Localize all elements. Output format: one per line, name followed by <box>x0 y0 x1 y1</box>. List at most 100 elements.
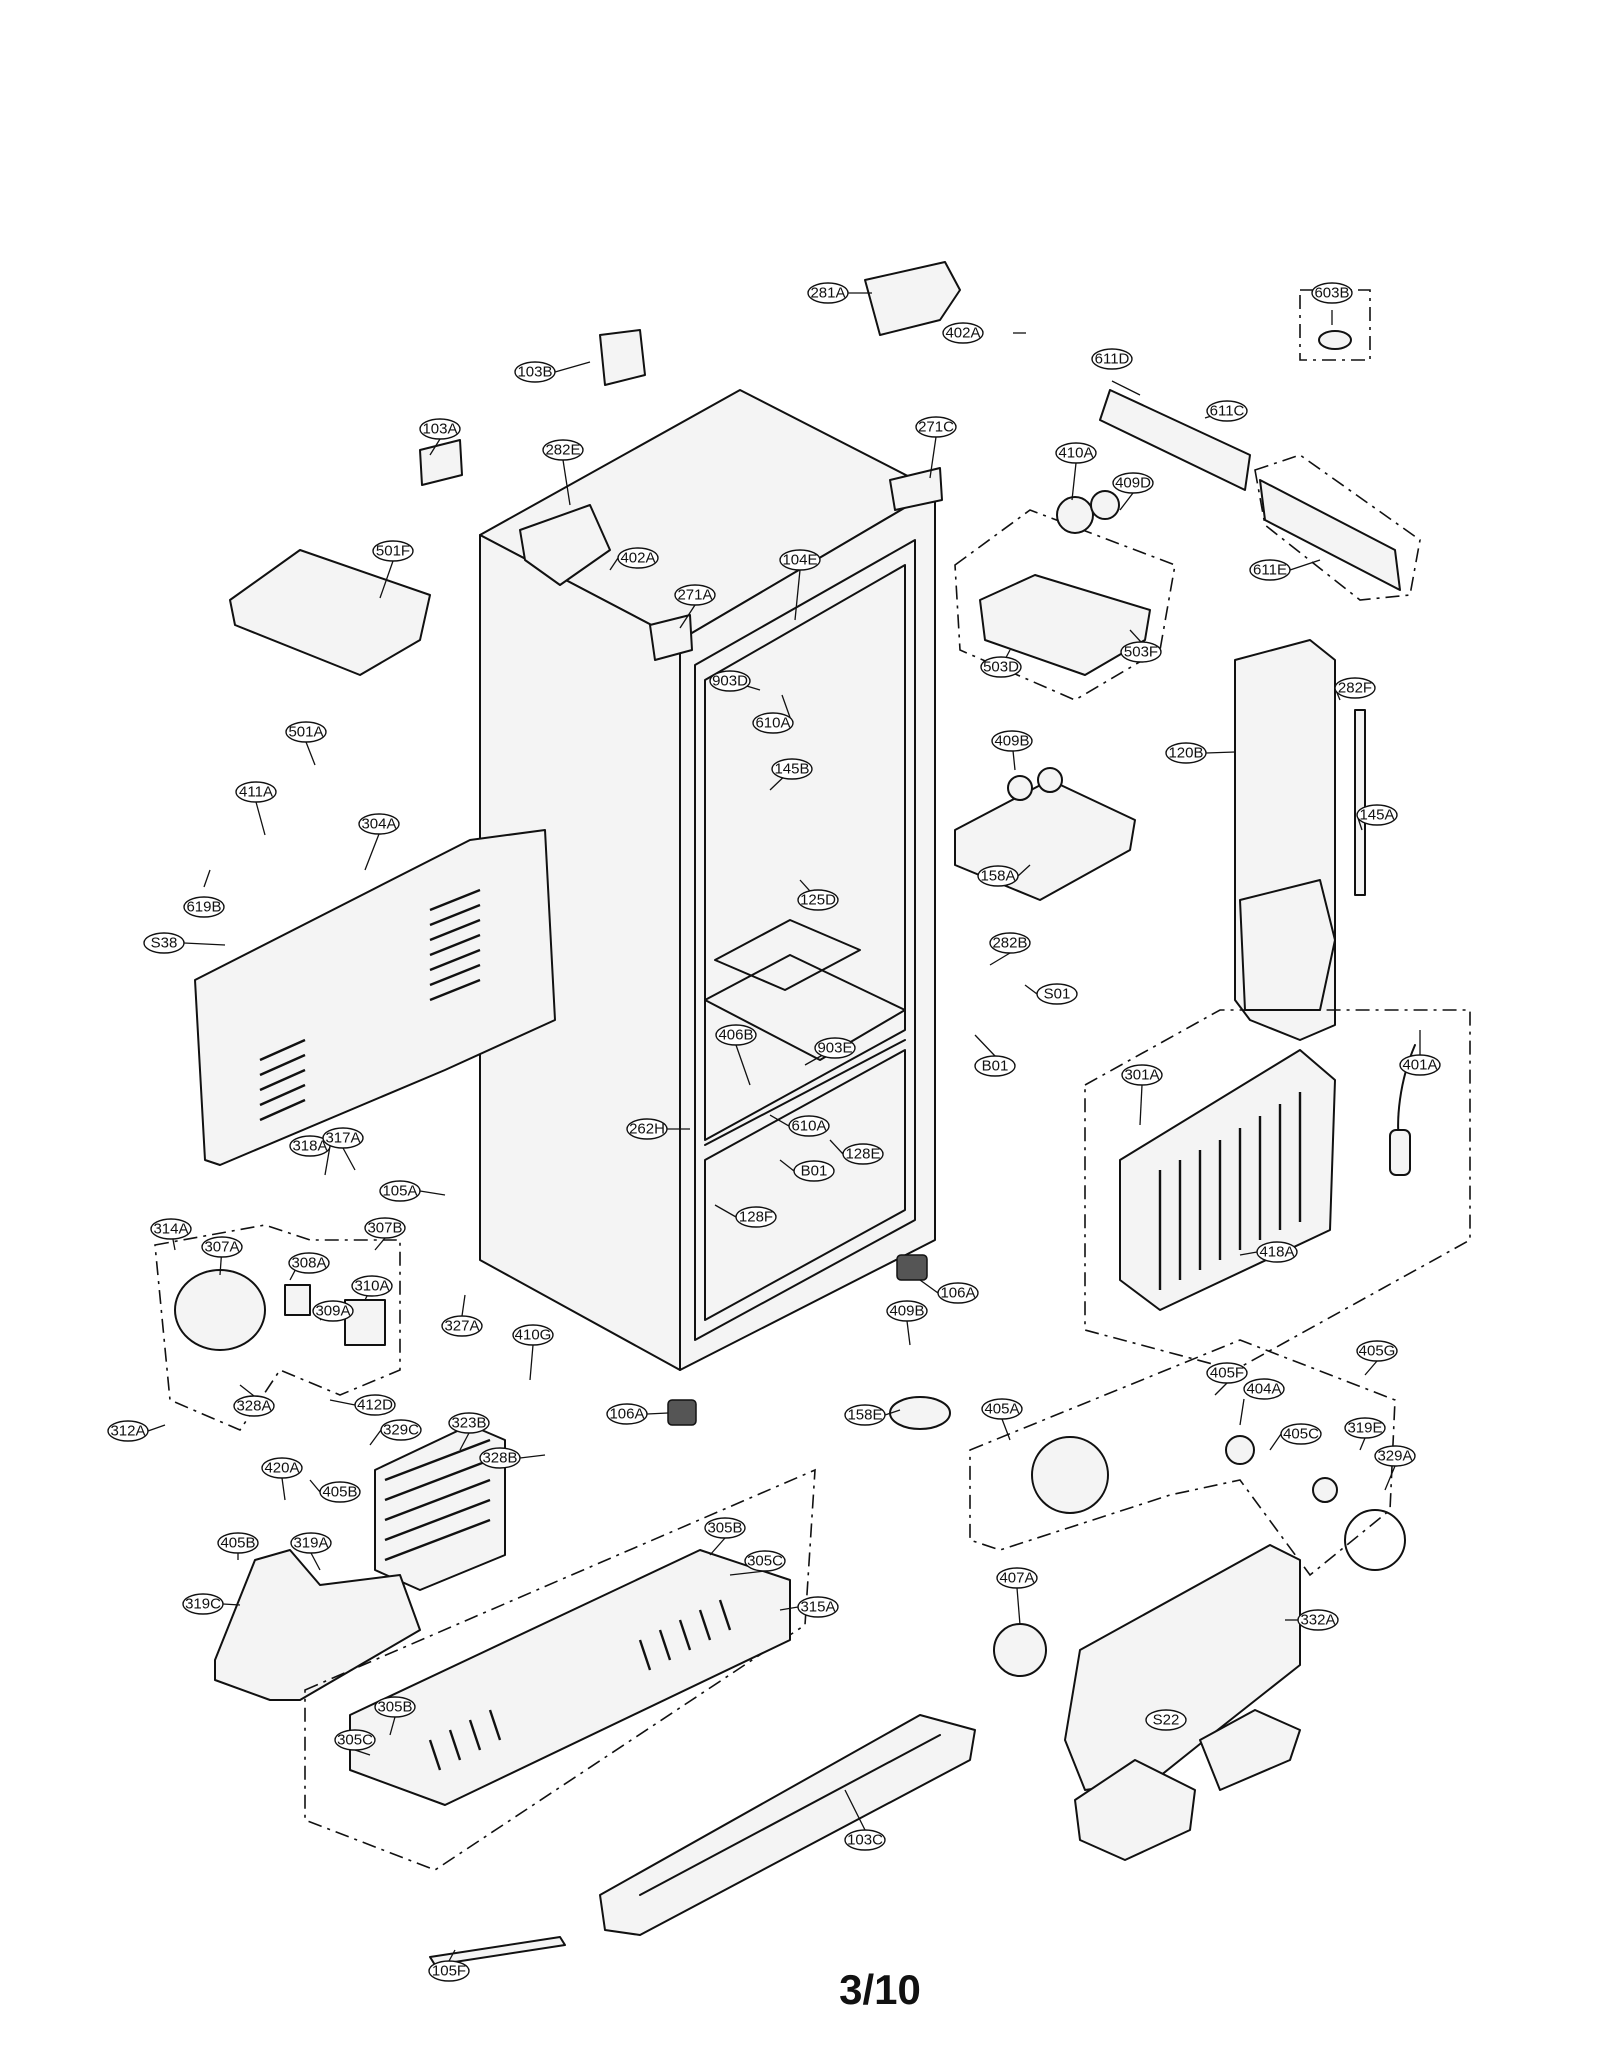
callout-label: S38 <box>151 935 178 952</box>
callout-label: 610A <box>755 715 790 732</box>
callout-label: 619B <box>186 899 221 916</box>
callout-label: 271C <box>918 419 954 436</box>
callout: 418A <box>1256 1241 1298 1263</box>
callout: 611E <box>1249 559 1291 581</box>
callout-label: 611D <box>1095 351 1130 368</box>
callout-label: 104E <box>782 552 817 569</box>
callout-label: 410G <box>515 1327 552 1344</box>
callout-label: 262H <box>629 1121 665 1138</box>
callout: 271A <box>674 584 716 606</box>
callout-label: 105A <box>382 1183 417 1200</box>
callout: 103C <box>844 1829 886 1851</box>
callout: 317A <box>322 1127 364 1149</box>
callout: 305C <box>334 1729 376 1751</box>
callout: 406B <box>715 1024 757 1046</box>
callout-label: 611C <box>1210 403 1245 420</box>
callout: 319E <box>1344 1417 1386 1439</box>
callout: 405F <box>1206 1362 1248 1384</box>
callout-label: 105F <box>432 1963 466 1980</box>
callout-label: 412D <box>357 1397 393 1414</box>
callout-label: 120B <box>1168 745 1203 762</box>
callout: 503F <box>1120 641 1162 663</box>
callout-label: 323B <box>451 1415 486 1432</box>
callout: 262H <box>626 1118 668 1140</box>
callout-label: 328B <box>482 1450 517 1467</box>
callout-label: 418A <box>1259 1244 1294 1261</box>
callout-label: 329C <box>383 1422 419 1439</box>
callout: 405B <box>319 1481 361 1503</box>
rail-and-duct <box>1234 639 1366 1041</box>
callout: 305C <box>744 1550 786 1572</box>
leader-lines <box>147 292 1421 1962</box>
callout: S22 <box>1145 1709 1187 1731</box>
callout: 310A <box>351 1275 393 1297</box>
callout-label: 328A <box>236 1398 271 1415</box>
callout: 501F <box>372 540 414 562</box>
callout-label: 401A <box>1402 1057 1437 1074</box>
callout-label: 305C <box>337 1732 373 1749</box>
callout: 282E <box>542 439 584 461</box>
callout: 128E <box>842 1143 884 1165</box>
callout-label: 125D <box>800 892 836 909</box>
callout: 323B <box>448 1412 490 1434</box>
callout: 903E <box>814 1037 856 1059</box>
callout-label: 307B <box>367 1220 402 1237</box>
callout: 327A <box>441 1315 483 1337</box>
callout: 329C <box>380 1419 422 1441</box>
callout: 610A <box>788 1115 830 1137</box>
base-plate <box>304 1468 816 1871</box>
callout: 103B <box>514 361 556 383</box>
callout-label: 305B <box>707 1520 742 1537</box>
callout-label: S22 <box>1153 1712 1180 1729</box>
callout: 128F <box>735 1206 777 1228</box>
callout: 610A <box>752 712 794 734</box>
callout: 328B <box>479 1447 521 1469</box>
callout: 307A <box>201 1236 243 1258</box>
top-hinge-bracket <box>419 261 961 661</box>
callout: 145B <box>771 758 813 780</box>
callout-label: 106A <box>940 1285 975 1302</box>
callout: 404A <box>1243 1378 1285 1400</box>
fan-shroud <box>969 1339 1406 1577</box>
callout-label: 319A <box>293 1535 328 1552</box>
callout: 282B <box>989 932 1031 954</box>
callout: 409D <box>1112 472 1154 494</box>
callout: 401A <box>1399 1054 1441 1076</box>
callout-label: 501F <box>376 543 410 560</box>
callout-label: 610A <box>791 1118 826 1135</box>
leveling-legs <box>667 1254 951 1430</box>
callout: 315A <box>797 1596 839 1618</box>
callout: 329A <box>1374 1445 1416 1467</box>
callout-label: 281A <box>810 285 845 302</box>
callout-label: 405F <box>1210 1365 1244 1382</box>
condenser <box>374 1424 506 1591</box>
callout: 603B <box>1311 282 1353 304</box>
callout: 281A <box>807 282 849 304</box>
callout-label: 406B <box>718 1027 753 1044</box>
callout: 106A <box>937 1282 979 1304</box>
callout-label: 404A <box>1246 1381 1281 1398</box>
callout: 314A <box>150 1218 192 1240</box>
callout-label: 103C <box>847 1832 883 1849</box>
callout: 405B <box>217 1532 259 1554</box>
callout: 305B <box>374 1696 416 1718</box>
callout: 903D <box>709 670 751 692</box>
callout-label: 301A <box>1124 1067 1159 1084</box>
callout: 619B <box>183 896 225 918</box>
callout: 104E <box>779 549 821 571</box>
callout: 304A <box>358 813 400 835</box>
callout-label: 407A <box>999 1570 1034 1587</box>
callout-label: 405B <box>322 1484 357 1501</box>
lamp-cover-assembly <box>954 490 1176 701</box>
callout-label: 402A <box>945 325 980 342</box>
callout-label: 410A <box>1058 445 1093 462</box>
callout-label: 603B <box>1314 285 1349 302</box>
callout-label: B01 <box>982 1058 1009 1075</box>
callout: 158E <box>844 1404 886 1426</box>
callout: S38 <box>143 932 185 954</box>
callout-label: 307A <box>204 1239 239 1256</box>
callout-label: 282F <box>1338 680 1372 697</box>
callout: 402A <box>942 322 984 344</box>
callout-label: 309A <box>315 1303 350 1320</box>
